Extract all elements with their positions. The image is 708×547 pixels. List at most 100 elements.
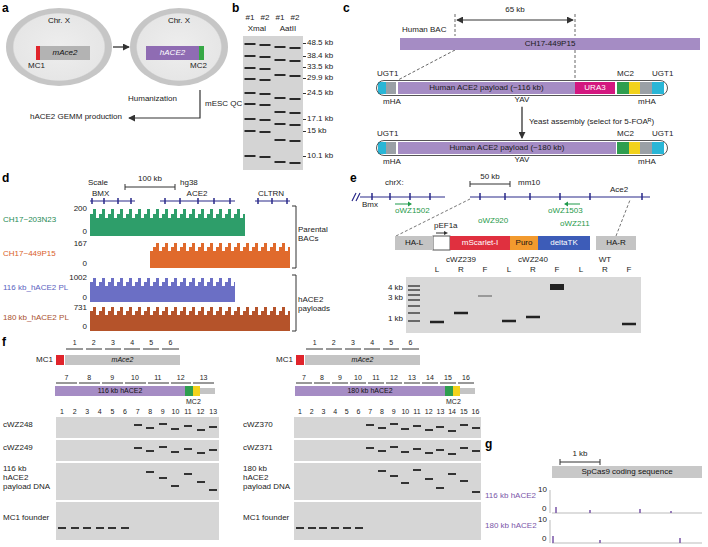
figure-label: MC2 (190, 62, 207, 71)
panel-letter: d (2, 172, 9, 185)
figure-label: #1 (246, 14, 255, 23)
cassette-segment: deltaTK (538, 236, 590, 250)
figure-label: 13 (209, 408, 217, 416)
cell-ellipse: Chr. XmAce2 (6, 8, 112, 86)
panel-letter: f (2, 336, 6, 349)
figure-rect (150, 241, 290, 268)
figure-label: R (530, 266, 536, 275)
figure-rect (56, 440, 219, 461)
figure-label: 10 (131, 374, 139, 382)
figure-label: 13 (408, 374, 416, 382)
figure-rect (56, 355, 64, 365)
figure-label: oWZ1503 (548, 207, 583, 216)
cassette-segment: mScarlet-I (450, 236, 510, 250)
figure-rect (629, 142, 640, 154)
figure-label: MC2 (186, 398, 201, 406)
figure-path (408, 202, 568, 207)
figure-label: oWZ1502 (395, 207, 430, 216)
figure-rect (294, 502, 481, 540)
figure-label: 0 (542, 535, 546, 544)
figure-label: 180 kb hACE2 (485, 522, 537, 531)
marker-segment: URA3 (575, 82, 615, 94)
figure-label: mHA (638, 98, 656, 107)
figure-label: #1 (276, 14, 285, 23)
figure-label: 12 (177, 374, 185, 382)
figure-path (372, 193, 642, 200)
figure-label: 11 (154, 374, 161, 382)
figure-label: CLTRN (258, 190, 284, 199)
figure-label: cWZ240 (518, 256, 548, 265)
figure-label: 4 (130, 339, 134, 347)
figure-label: L (507, 266, 511, 275)
figure-label: 14 (426, 374, 434, 382)
figure-label: 8 (380, 408, 384, 416)
figure-label: 1 (298, 408, 302, 416)
node-text: 116 kb hACE2 (98, 387, 143, 395)
figure-label: 6 (408, 339, 412, 347)
figure-label: 15 kb (307, 127, 327, 136)
figure-label: UGT1 (377, 70, 398, 79)
figure-path (457, 20, 573, 21)
figure-label: 1 (73, 339, 77, 347)
figure-path (296, 349, 474, 383)
locus-bar: mAce2 (65, 355, 180, 365)
figure-label: 48.5 kb (307, 39, 333, 48)
figure-label: F (483, 266, 488, 275)
figure-path (550, 490, 702, 543)
figure-label: 180 kb hACE2 payload DNA (243, 465, 291, 491)
node-text: URA3 (584, 84, 605, 93)
figure-label: MC2 (617, 130, 634, 139)
figure-label: 1 (60, 408, 64, 416)
figure-path (560, 459, 600, 465)
figure-label: CH17~203N23 (3, 216, 56, 225)
figure-label: #2 (291, 14, 300, 23)
figure-rect (56, 463, 219, 500)
yav-construct: YAVHuman ACE2 payload (~180 kb) (376, 140, 668, 156)
figure-rect (56, 417, 219, 438)
figure-label: 0 (83, 260, 87, 269)
figure-label: UGT1 (652, 130, 673, 139)
figure-label: 15 (460, 408, 468, 416)
figure-label: 10 (401, 408, 409, 416)
figure-label: 11 (413, 408, 420, 416)
homology-arm: HA-L (395, 236, 433, 250)
figure-label: cWZ248 (3, 421, 33, 430)
node-text: YAV (377, 156, 667, 165)
figure-label: 38.4 kb (307, 52, 333, 61)
figure-label: 4 (370, 339, 374, 347)
figure-label: MC2 (617, 70, 634, 79)
figure-label: 167 (74, 240, 87, 249)
figure-path (395, 203, 580, 204)
figure-label: 33.5 kb (307, 63, 333, 72)
figure-path (470, 181, 510, 187)
figure-label: 13 (436, 408, 444, 416)
locus-bar: 180 kb hACE2 (295, 386, 445, 396)
figure-label: hg38 (180, 179, 198, 188)
figure-label: 10 (538, 516, 547, 525)
figure-label: 14 (448, 408, 456, 416)
figure-path (553, 507, 680, 543)
figure-label: 3 (85, 408, 89, 416)
figure-label: 11 (372, 374, 379, 382)
figure-label: 1 kb (572, 450, 587, 459)
gene-shape: hACE2 (146, 46, 204, 60)
payload-segment: Human ACE2 payload (~116 kb) (398, 82, 575, 94)
figure-label: UGT1 (652, 70, 673, 79)
figure-path (90, 200, 290, 201)
figure-path (352, 193, 650, 201)
figure-label: 5 (345, 408, 349, 416)
panel-letter: e (350, 172, 357, 185)
figure-label: 6 (357, 408, 361, 416)
node-text: hACE2 (160, 49, 185, 58)
figure-label: 3 (111, 339, 115, 347)
node-text: SpCas9 coding sequence (581, 468, 672, 477)
figure-rect (378, 142, 386, 154)
figure-label: cWZ239 (446, 256, 476, 265)
figure-rect (550, 284, 564, 290)
figure-rect (640, 142, 652, 154)
figure-label: 8 (87, 374, 91, 382)
locus-bar: mAce2 (305, 355, 420, 365)
panel-letter: g (485, 438, 492, 451)
figure-path (478, 295, 492, 297)
figure-label: 15 (444, 374, 452, 382)
